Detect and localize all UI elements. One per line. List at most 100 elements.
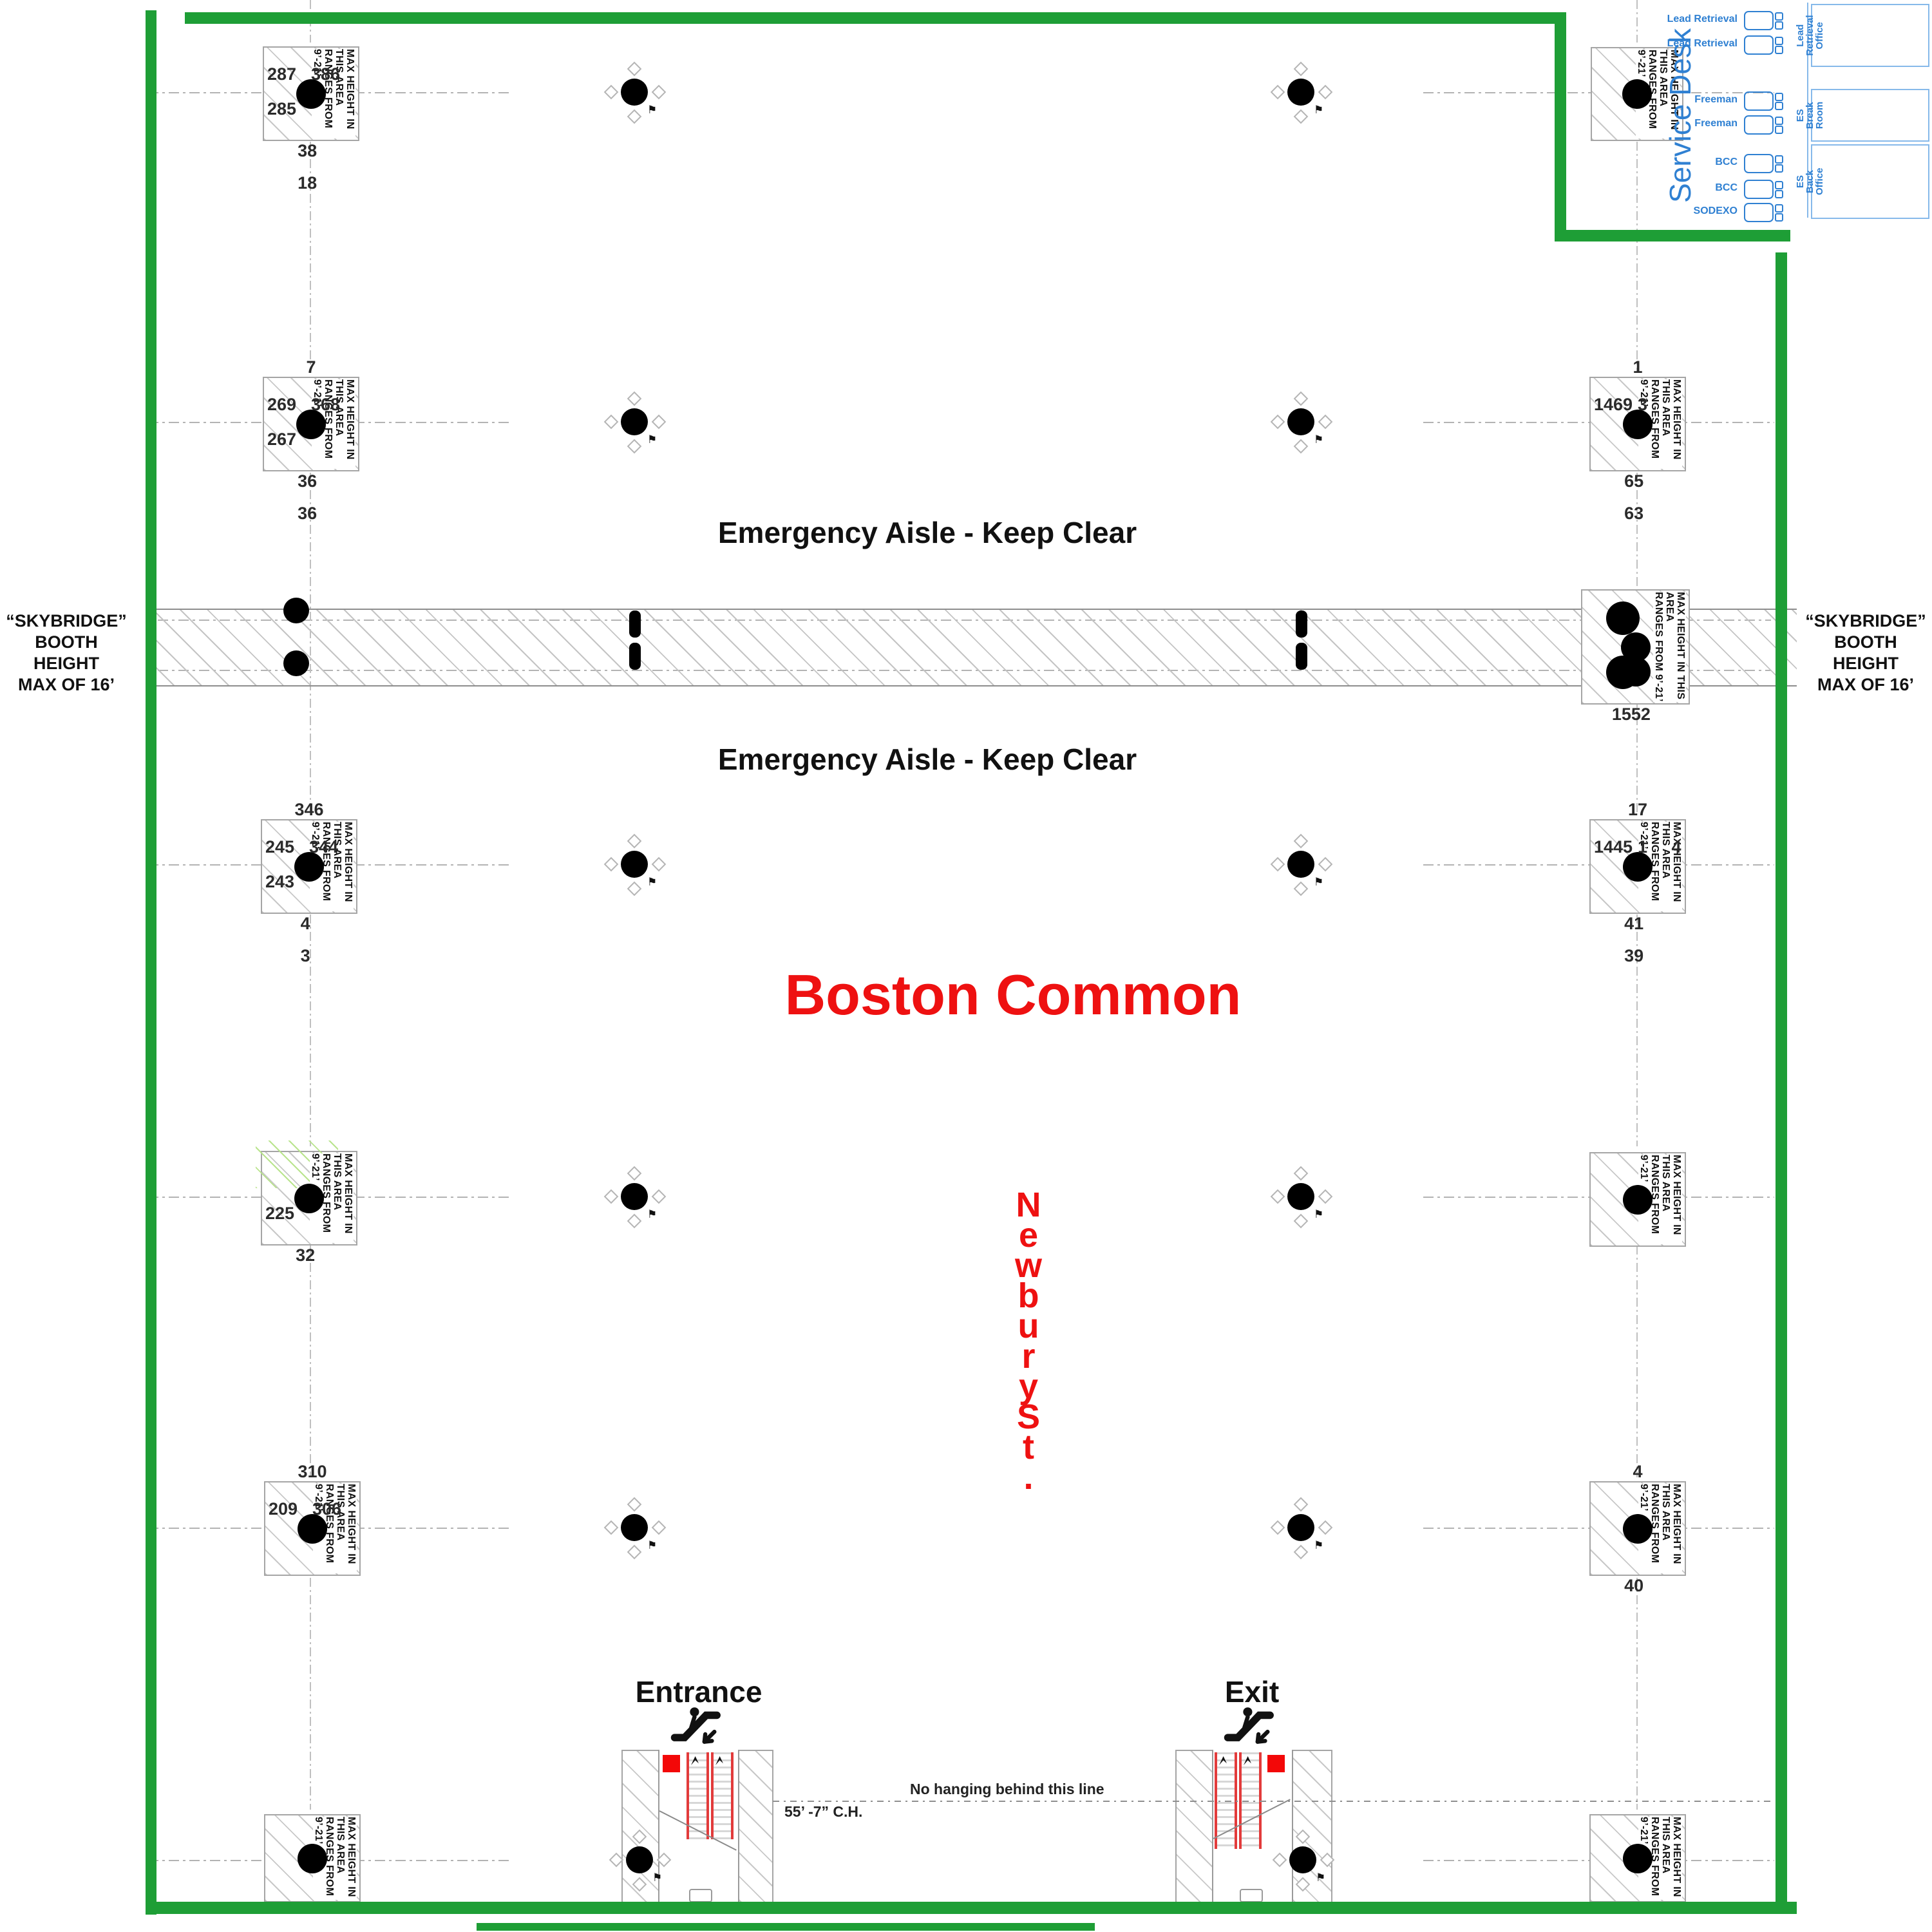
room-label-wrap: ES Back Office (1794, 164, 1825, 200)
desk-icon (1744, 115, 1774, 135)
escalator-lane (687, 1752, 709, 1839)
column-diamond-icon (1318, 1189, 1333, 1204)
booth-number: 32 (296, 1245, 316, 1265)
dashdot-line (1636, 1245, 1638, 1477)
room-label-wrap: Lead Retrieval Office (1794, 15, 1825, 55)
column-dot (1623, 1843, 1653, 1873)
dashdot-line (310, 914, 311, 1146)
chair-icon (1775, 155, 1783, 164)
skybridge-label-right: “SKYBRIDGE” BOOTH HEIGHT MAX OF 16’ (1805, 611, 1926, 694)
booth-number: 65 (1624, 471, 1644, 491)
booth-number: 41 (1624, 914, 1644, 933)
booth-number: 40 (1624, 1576, 1644, 1595)
service-room: Lead Retrieval Office (1795, 4, 1929, 67)
desk-label: Freeman (1694, 94, 1738, 105)
escalator-lane (711, 1752, 734, 1839)
column-pillar (629, 643, 641, 670)
booth-cluster: MAX HEIGHT IN THIS AREA RANGES FROM 9’-2… (264, 1814, 361, 1902)
fire-extinguisher-icon: ⚑ (647, 433, 658, 446)
booth-number: 4 (1671, 837, 1681, 857)
column-dot (621, 851, 648, 878)
booth-number: 38 (298, 141, 317, 160)
dashdot-line (1636, 914, 1638, 1146)
chair-icon (1775, 164, 1783, 173)
booth-number: 1469 (1594, 394, 1633, 414)
machine-box (689, 1889, 712, 1902)
boundary-step-vertical (1555, 12, 1566, 242)
booth-number: 310 (298, 1462, 327, 1481)
column-dot (296, 79, 326, 109)
max-height-note: MAX HEIGHT IN THIS AREA RANGES FROM 9’-2… (310, 1153, 354, 1243)
column-diamond-icon (1318, 84, 1333, 100)
column-diamond-icon (627, 881, 642, 896)
booth-cluster: MAX HEIGHT IN THIS AREA RANGES FROM 9’-2… (1589, 357, 1686, 523)
column-dot (621, 1514, 648, 1541)
column-dot (1622, 79, 1652, 109)
desk-label: BCC (1715, 182, 1738, 193)
column-diamond-icon (1293, 439, 1309, 454)
column-dot (1606, 601, 1640, 635)
booth-number: 63 (1624, 504, 1644, 523)
fire-extinguisher-icon: ⚑ (647, 1208, 658, 1220)
column-diamond-icon (651, 414, 667, 430)
boundary-left (146, 10, 156, 1915)
fire-extinguisher-icon: ⚑ (1314, 433, 1324, 446)
chair-icon (1775, 190, 1783, 198)
dashdot-line (1636, 0, 1638, 43)
booth-number: 243 (265, 872, 295, 892)
emergency-aisle-label-bottom: Emergency Aisle - Keep Clear (717, 743, 1137, 776)
column-dot (294, 851, 324, 882)
column-dot (296, 409, 326, 439)
column-diamond-icon (1293, 61, 1309, 77)
column-diamond-icon (1318, 414, 1333, 430)
chair-icon (1775, 102, 1783, 110)
chair-icon (1775, 181, 1783, 189)
desk-icon (1744, 11, 1774, 30)
hall-name: Boston Common (784, 963, 1242, 1027)
no-hanging-line (773, 1801, 1772, 1802)
entrance-label: Entrance (635, 1675, 762, 1709)
column-diamond-icon (651, 857, 667, 872)
column-dot (1623, 1184, 1653, 1215)
max-height-note: MAX HEIGHT IN THIS AREA RANGES FROM 9’-2… (1653, 592, 1686, 702)
fire-extinguisher-icon: ⚑ (1314, 1539, 1324, 1551)
column-diamond-icon (1270, 857, 1285, 872)
desk-icon (1744, 154, 1774, 173)
booth-number: 39 (1624, 946, 1644, 965)
chair-icon (1775, 37, 1783, 45)
booth-cluster: MAX HEIGHT IN THIS AREA RANGES FROM 9’-2… (1589, 1814, 1686, 1902)
booth-cluster: MAX HEIGHT IN THIS AREA RANGES FROM 9’-2… (264, 1462, 361, 1576)
column-diamond-icon (1318, 1520, 1333, 1535)
fire-extinguisher-icon: ⚑ (647, 876, 658, 888)
column-diamond-icon (603, 1520, 619, 1535)
column-diamond-icon (627, 61, 642, 77)
column-diamond-icon (1293, 833, 1309, 849)
booth-number: 269 (267, 394, 297, 414)
booth-number: 287 (267, 64, 297, 84)
service-room: ES Back Office (1795, 144, 1929, 219)
booth-number: 1552 (1611, 705, 1651, 724)
chair-icon (1775, 12, 1783, 21)
escalator-icon (670, 1707, 721, 1744)
column-diamond-icon (603, 857, 619, 872)
column-dot (1287, 851, 1314, 878)
max-height-note: MAX HEIGHT IN THIS AREA RANGES FROM 9’-2… (1636, 50, 1680, 138)
skybridge-band (146, 609, 1797, 687)
column-dot (1606, 656, 1640, 689)
fire-extinguisher-icon: ⚑ (1314, 876, 1324, 888)
ceiling-height-label: 55’ -7” C.H. (784, 1803, 863, 1820)
booth-cluster: MAX HEIGHT IN THIS AREA RANGES FROM 9’-2… (263, 46, 359, 193)
desk-label: SODEXO (1693, 205, 1738, 216)
booth-number: 368 (311, 394, 341, 414)
column-dot (1623, 409, 1653, 439)
service-room: ES Break Room (1795, 89, 1929, 142)
column-diamond-icon (651, 84, 667, 100)
booth-number: 346 (294, 800, 324, 819)
skybridge-label-left: “SKYBRIDGE” BOOTH HEIGHT MAX OF 16’ (6, 611, 127, 694)
dashdot-line (310, 1245, 311, 1477)
dashdot-line (310, 1578, 311, 1810)
column-diamond-icon (627, 1544, 642, 1560)
column-dot (621, 408, 648, 435)
booth-cluster: MAX HEIGHT IN THIS AREA RANGES FROM 9’-2… (1589, 800, 1686, 965)
